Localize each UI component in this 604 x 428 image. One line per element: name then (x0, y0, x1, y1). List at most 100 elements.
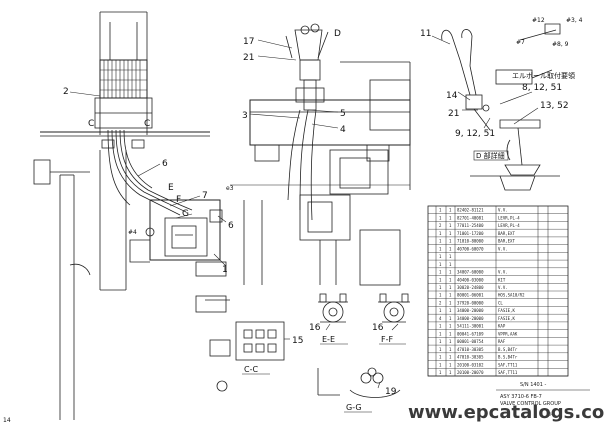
parts-row-item: 1 (449, 308, 452, 313)
parts-row-item: 1 (449, 270, 452, 275)
parts-row-name: CL (498, 300, 503, 305)
callout-1: 1 (222, 265, 228, 275)
parts-row-qty: 1 (439, 347, 442, 352)
callout-hash-4: #4 (128, 229, 137, 236)
section-markers: C C D E F G (88, 29, 341, 219)
parts-row-qty: 4 (439, 316, 442, 321)
parts-row-part-number: 40400-03000 (457, 277, 484, 282)
parts-row-qty: 2 (439, 300, 442, 305)
detail-e-e (318, 293, 348, 323)
parts-row-part-number: 00041-67109 (457, 331, 484, 336)
callout-13-52: 13, 52 (540, 101, 569, 111)
parts-row-item: 1 (449, 316, 452, 321)
parts-row-qty: 1 (439, 285, 442, 290)
parts-row-qty: 1 (439, 331, 442, 336)
callout-3: 3 (242, 111, 248, 121)
parts-row-name: LEVR,PL-4 (498, 223, 520, 228)
page-marker: 14 (3, 417, 11, 424)
parts-row-part-number: 71010-80000 (457, 239, 484, 244)
detail-notes: エルボール取付要領 D 部詳細 (473, 71, 575, 161)
callout-hash-12: #12 (532, 17, 545, 24)
marker-g: G (182, 209, 189, 219)
callout-4: 4 (340, 125, 346, 135)
parts-row-qty: 1 (439, 270, 442, 275)
parts-row-part-number: 37920-00000 (457, 300, 484, 305)
view-c-c-detail (235, 321, 285, 361)
parts-row-item: 1 (449, 324, 452, 329)
callout-19: 19 (385, 387, 397, 397)
parts-row-part-number: 47010-30305 (457, 355, 484, 360)
parts-row-item: 1 (449, 347, 452, 352)
callout-hash-3-4: #3, 4 (566, 17, 583, 24)
callout-21-center: 21 (243, 53, 254, 63)
parts-row-qty: 1 (439, 324, 442, 329)
watermark: www.epcatalogs.com (408, 402, 604, 423)
parts-row-item: 1 (449, 285, 452, 290)
callout-6-right: 6 (228, 221, 234, 231)
callout-17: 17 (243, 37, 254, 47)
callout-2: 2 (63, 87, 69, 97)
callout-6-upper: 6 (162, 159, 168, 169)
detail-g-g (317, 367, 401, 398)
parts-row-qty: 1 (439, 339, 442, 344)
view-title-f-f: F-F (381, 335, 393, 344)
parts-row-qty: 1 (439, 254, 442, 259)
parts-row-qty: 1 (439, 308, 442, 313)
parts-row-name: BAR,EXT (498, 239, 515, 244)
parts-row-name: BAR,EXT (498, 231, 515, 236)
center-view-lever-housing (230, 23, 411, 286)
parts-row-name: B.S,B4Tr (498, 347, 518, 352)
view-title-c-c: C-C (244, 365, 258, 374)
callout-8-12-51: 8, 12, 51 (522, 83, 562, 93)
parts-row-part-number: 34000-20000 (457, 308, 484, 313)
marker-e: E (168, 183, 174, 193)
parts-row-part-number: 34007-60000 (457, 270, 484, 275)
parts-row-part-number: 77011-25400 (457, 223, 484, 228)
parts-row-part-number: 34000-20000 (457, 316, 484, 321)
parts-row-name: KAP (498, 324, 506, 329)
marker-d: D (334, 29, 341, 39)
assembly-title: VALVE CONTROL GROUP (500, 401, 561, 407)
parts-row-name: HOS,SA10/R2 (498, 293, 525, 298)
callout-16-e: 16 (309, 323, 321, 333)
parts-row-name: VPPR,AAK (498, 331, 518, 336)
view-titles: C-C E-E F-F G-G (242, 335, 406, 413)
parts-row-qty: 1 (439, 215, 442, 220)
parts-row-part-number: 82402-81121 (457, 208, 484, 213)
parts-row-part-number: 30020-24800 (457, 285, 484, 290)
callout-5: 5 (340, 109, 346, 119)
parts-row-name: KIT (498, 277, 506, 282)
serial-number: S/N 1401 - (520, 382, 547, 388)
parts-row-part-number: 20100-03102 (457, 362, 484, 367)
parts-row-qty: 2 (439, 223, 442, 228)
parts-row-part-number: 82701-40081 (457, 215, 484, 220)
parts-row-item: 1 (449, 254, 452, 259)
parts-row-part-number: 20100-20070 (457, 370, 484, 375)
callout-21-right: 21 (448, 109, 459, 119)
parts-row-qty: 1 (439, 208, 442, 213)
parts-row-item: 1 (449, 339, 452, 344)
parts-row-qty: 1 (439, 362, 442, 367)
view-title-g-g: G-G (346, 403, 362, 412)
parts-row-part-number: 54111-30001 (457, 324, 484, 329)
parts-row-item: 1 (449, 208, 452, 213)
parts-row-name: FASIE,K (498, 308, 515, 313)
view-title-e-e: E-E (322, 335, 335, 344)
marker-c-left: C (88, 119, 94, 129)
parts-row-part-number: 80001-06001 (457, 293, 484, 298)
parts-row-item: 1 (449, 300, 452, 305)
callout-hash-8-9: #8, 9 (552, 41, 569, 48)
detail-f-f (378, 293, 410, 323)
parts-row-name: FASIE,K (498, 316, 515, 321)
parts-row-name: V.V. (498, 208, 508, 213)
parts-row-name: SAF,TT11 (498, 370, 518, 375)
parts-row-item: 1 (449, 262, 452, 267)
parts-row-item: 1 (449, 246, 452, 251)
assembly-sub: 04 (548, 412, 554, 418)
callout-9-12-51: 9, 12, 51 (455, 129, 495, 139)
parts-row-qty: 1 (439, 231, 442, 236)
parts-row-part-number: 71001-17200 (457, 231, 484, 236)
parts-row-qty: 1 (439, 277, 442, 282)
parts-row-item: 1 (449, 277, 452, 282)
